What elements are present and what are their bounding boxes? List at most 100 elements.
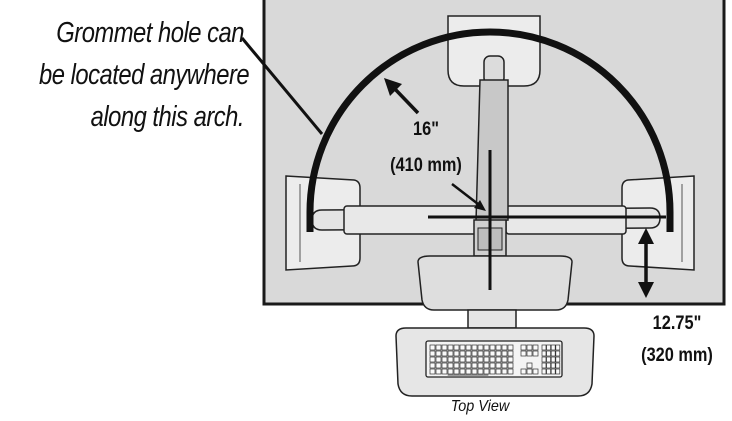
keyboard-key [526,362,533,369]
keyboard-key [429,368,436,375]
keyboard-key [520,344,527,351]
keyboard-key [495,350,502,357]
keyboard-key [441,362,448,369]
keyboard-key [489,368,496,375]
keyboard-key [435,362,442,369]
keyboard-key [501,344,508,351]
keyboard-key [447,368,454,375]
keyboard-key [465,344,472,351]
keyboard-key [459,362,466,369]
keyboard-key [541,362,547,369]
keyboard-key [546,344,551,351]
keyboard-key [501,362,508,369]
keyboard-key [550,356,556,363]
keyboard-key [477,362,484,369]
keyboard-key [465,368,472,375]
keyboard-key [453,344,460,351]
keyboard-tray-mechanism [417,255,573,329]
keyboard-key [483,350,490,357]
keyboard-key [495,368,502,375]
edge-metric: (320 mm) [641,345,713,366]
keyboard-key [501,356,508,363]
keyboard-key [471,350,478,357]
keyboard-key [459,344,466,351]
keyboard-key [555,362,561,369]
callout-line-2: be located anywhere [39,59,250,91]
keyboard-key [453,356,460,363]
keyboard-key [526,350,533,357]
radius-imperial: 16" [413,119,439,140]
keyboard-key [429,356,436,363]
keyboard-key [441,344,448,351]
keyboard-key [477,356,484,363]
keyboard-key [441,350,448,357]
keyboard-key [447,356,454,363]
keyboard-key [541,368,547,375]
keyboard-key [447,344,454,351]
keyboard-key [507,344,514,351]
keyboard-key [429,362,436,369]
keyboard-key [507,362,514,369]
keyboard-key [483,362,490,369]
keyboard-key [532,350,539,357]
keyboard-key [471,344,478,351]
keyboard-key [489,344,496,351]
callout-line-1: Grommet hole can [56,17,244,49]
keyboard-key [465,350,472,357]
edge-distance-arrow [638,228,654,298]
grommet-arch [306,28,674,232]
keyboard-key [526,368,533,375]
keyboard-key [471,362,478,369]
keyboard-key [489,356,496,363]
keyboard-key [532,344,539,351]
keyboard-key [483,368,490,375]
keyboard-key [555,368,561,375]
keyboard-key [507,350,514,357]
keyboard-key [453,368,460,375]
keyboard-key [495,362,502,369]
callout-line-3: along this arch. [90,101,245,133]
keyboard-key [546,362,551,369]
keyboard-key [477,368,484,375]
keyboard-key [465,356,472,363]
keyboard-key [550,362,556,369]
keyboard-key [471,368,478,375]
radius-arrow [384,78,420,115]
keyboard-key [489,350,496,357]
keyboard-key [546,368,551,375]
keyboard-key [459,368,466,375]
center-pointer-arrow [451,183,486,211]
top-monitor [447,15,541,87]
keyboard-key [435,350,442,357]
keyboard-key [435,344,442,351]
keyboard-key [471,356,478,363]
keyboard-key [546,356,551,363]
keyboard-key [465,362,472,369]
keyboard-key [483,356,490,363]
keyboard-key [477,344,484,351]
keyboard-key [441,356,448,363]
center-crosshair [428,150,666,290]
keyboard-key [435,368,442,375]
keyboard-key [555,350,561,357]
keyboard-key [541,344,547,351]
keyboard-key [541,356,547,363]
keyboard-key [507,356,514,363]
keyboard-key [495,344,502,351]
keyboard-key [435,356,442,363]
keyboard-key [489,362,496,369]
keyboard-key [550,350,556,357]
keyboard-key [541,350,547,357]
keyboard-key [447,362,454,369]
keyboard-key [459,356,466,363]
keyboard-key [483,344,490,351]
keyboard-key [546,350,551,357]
keyboard-key [550,368,556,375]
grommet-callout-text: Grommet hole can be located anywhere alo… [39,12,250,138]
keyboard-key [477,350,484,357]
keyboard-key [447,350,454,357]
keyboard-key [429,350,436,357]
keyboard-key [507,368,514,375]
keyboard-key [501,350,508,357]
